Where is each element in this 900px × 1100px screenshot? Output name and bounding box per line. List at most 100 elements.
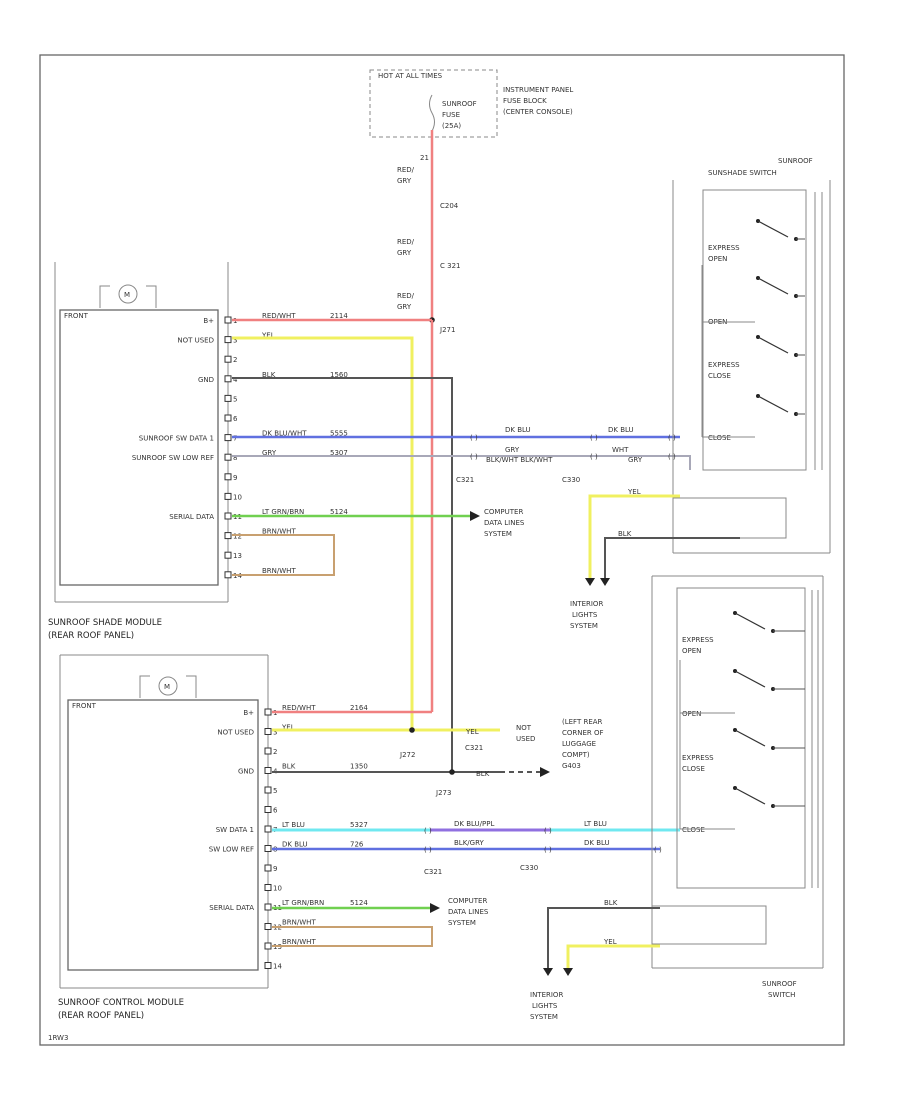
splice-j271-label: J271 (439, 326, 455, 334)
shade-module-pin-9 (224, 473, 232, 481)
control-module-pin-8 (264, 845, 272, 852)
fuse-block: HOT AT ALL TIMES SUNROOF FUSE (25A) INST… (369, 69, 573, 138)
sunroof-contact-blade (734, 670, 766, 688)
interior2-arrow-a (543, 968, 553, 976)
fuse-name-line1: SUNROOF (442, 100, 477, 108)
shade-module-wire-color: YEL (261, 332, 275, 340)
control-module-pin-num: 9 (273, 865, 277, 873)
control-motor-icon (158, 676, 178, 696)
shade-wire-label-blkwht: BLK/WHT BLK/WHT (486, 456, 553, 464)
shade-module-pin-num: 12 (233, 533, 242, 541)
shade-module-circuit-num: 5555 (330, 430, 348, 438)
control-module-circuit-num: 5124 (350, 899, 368, 907)
shade-module-pin-10 (224, 492, 232, 500)
shade-module-front-label: FRONT (64, 312, 89, 320)
shade-switch-light-box (672, 497, 787, 539)
interior-ref2-line2: LIGHTS (532, 1002, 558, 1010)
shade-module-circuit-num: 5124 (330, 508, 348, 516)
fuse-block-label-line3: (CENTER CONSOLE) (503, 108, 573, 116)
control-brown-loop (272, 926, 433, 947)
shade-module-pin-num: 3 (233, 337, 237, 345)
sunshade-switch-title2: SUNSHADE SWITCH (708, 169, 777, 177)
sunroof-pos1-line1: EXPRESS (682, 636, 714, 644)
control-module-circuit-num: 2164 (350, 704, 368, 712)
control-wire-label-ppl: DK BLU/PPL (454, 820, 494, 828)
shade-wire-label-dkblu-left: DK BLU (505, 426, 531, 434)
shade-module-label-line2: (REAR ROOF PANEL) (48, 631, 134, 641)
control-module-pin-label: B+ (243, 709, 254, 717)
splice-j273-dot (449, 769, 455, 775)
shade-module-wire-color: BRN/WHT (262, 567, 296, 575)
feed-pin: 21 (420, 154, 429, 162)
control-module-wire-color: BLK (282, 763, 296, 771)
sunshade-contact-blade (757, 395, 789, 413)
shade-module-pin-num: 7 (233, 435, 237, 443)
sunroof-pos4: CLOSE (682, 826, 705, 834)
sunroof-light-yel-label: YEL (603, 938, 617, 946)
splice-j272-dot (409, 727, 415, 733)
notused-line1: NOT (516, 724, 532, 732)
shade-module-pin-13 (224, 551, 232, 559)
fuse-name-line3: (25A) (442, 122, 461, 130)
shade-module-pin-14 (224, 571, 232, 579)
shade-module-pin-num: 9 (233, 474, 237, 482)
shade-module-wire-color: GRY (262, 449, 277, 457)
shade-module-pin-label: B+ (203, 317, 214, 325)
shade-pos4: CLOSE (708, 434, 731, 442)
control-module-wire-color: LT BLU (282, 821, 305, 829)
control-connectors: () () () () () (424, 827, 662, 854)
control-module-circuit-num: 5327 (350, 821, 368, 829)
shade-wire-label-gry-left: GRY (505, 446, 520, 454)
shade-module-pin-3 (224, 355, 232, 363)
sunroof-pos3-line2: CLOSE (682, 765, 705, 773)
control-module-pin-11 (264, 903, 272, 911)
shade-module-pin-label: GND (198, 376, 214, 384)
computer-ref2-line3: SYSTEM (448, 919, 476, 927)
shade-light-yel-label: YEL (627, 488, 641, 496)
sunroof-contact-blade (734, 787, 766, 805)
svg-text:(: ( (590, 434, 593, 442)
shade-module-pin-label: SUNROOF SW DATA 1 (139, 435, 214, 443)
computer-ref2-line1: COMPUTER (448, 897, 487, 905)
hot-at-all-times-label: HOT AT ALL TIMES (378, 72, 443, 80)
sunroof-pos3-line1: EXPRESS (682, 754, 714, 762)
shade-module-pin-1 (224, 316, 232, 324)
svg-text:(: ( (668, 453, 671, 461)
feed-connector-c204: C204 (440, 202, 459, 210)
svg-text:(: ( (544, 827, 547, 835)
control-module-pin-3 (264, 747, 272, 755)
control-module-pin-2 (264, 728, 272, 735)
sunroof-contact-blade (734, 729, 766, 747)
sunroof-switch-light-box (651, 905, 767, 945)
shade-pos3-line1: EXPRESS (708, 361, 740, 369)
diagram-footer-code: 1RW3 (48, 1034, 68, 1042)
sunroof-light-blk-wire (547, 907, 660, 968)
interior-ref1-line3: SYSTEM (570, 622, 598, 630)
control-module-pin-6 (264, 806, 272, 813)
svg-text:(: ( (424, 827, 427, 835)
sunroof-switch-title2: SWITCH (768, 991, 795, 999)
control-c321-label: C321 (465, 744, 483, 752)
computer-ref1-line1: COMPUTER (484, 508, 523, 516)
shade-module-pin-label: SUNROOF SW LOW REF (132, 454, 214, 462)
control-module-pin-num: 3 (273, 729, 277, 737)
control-module-circuit-num: 1350 (350, 763, 368, 771)
control-module-pin-1 (264, 708, 272, 716)
svg-text:): ) (549, 846, 552, 854)
shade-module-pin-5 (224, 394, 232, 402)
shade-module-wire-color: DK BLU/WHT (262, 430, 307, 438)
control-module-pin-14 (264, 962, 272, 969)
control-module-wire-color: YEL (281, 724, 295, 732)
control-module-pin-4 (264, 767, 272, 774)
shade-module-pin-num: 8 (233, 454, 237, 462)
control-module-pin-label: SERIAL DATA (209, 904, 254, 912)
shade-module-circuit-num: 2114 (330, 312, 348, 320)
svg-text:): ) (429, 846, 432, 854)
interior-ref2-line1: INTERIOR (530, 991, 563, 999)
control-module-wire-color: LT GRN/BRN (282, 899, 324, 907)
svg-text:): ) (475, 434, 478, 442)
notused-line2: USED (516, 735, 535, 743)
sunroof-light-blk-label: BLK (604, 899, 618, 907)
shade-lowref-wire (232, 455, 691, 470)
